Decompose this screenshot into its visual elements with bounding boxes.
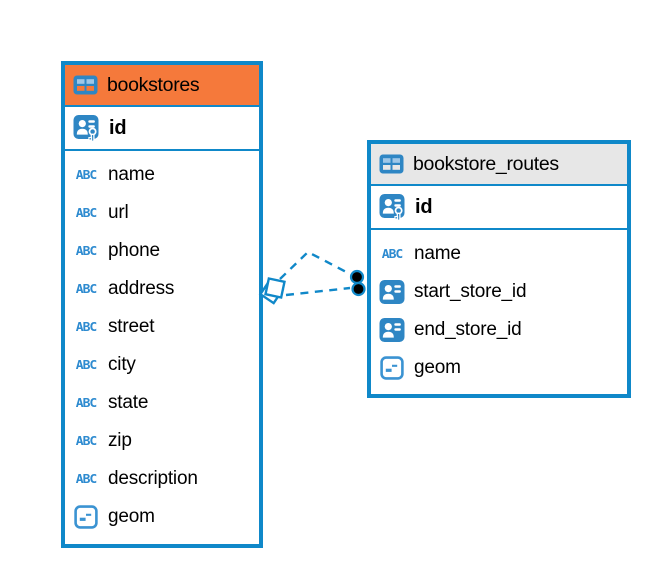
text-type-icon: ABC (75, 205, 98, 221)
column-name: geom (414, 357, 461, 378)
columns-list: ABC name start_store_id end_store_id geom (371, 230, 627, 394)
relationship-endpoint-dot-icon (349, 269, 365, 285)
column-name: description (108, 468, 198, 489)
relationship-anchor-diamond-icon (258, 279, 285, 305)
primary-key-name: id (415, 195, 433, 218)
column-name: street (108, 316, 155, 337)
column-name: end_store_id (414, 319, 522, 340)
table-name: bookstores (107, 73, 200, 96)
table-icon (73, 75, 98, 95)
column-name: phone (108, 240, 160, 261)
table-name: bookstore_routes (413, 152, 559, 175)
person-ref-icon (376, 317, 408, 344)
column-row[interactable]: ABC address (65, 270, 259, 308)
text-type-icon: ABC (75, 281, 98, 297)
column-row[interactable]: ABC zip (65, 422, 259, 460)
text-type-icon: ABC (75, 471, 98, 487)
column-row[interactable]: ABC description (65, 460, 259, 498)
column-name: address (108, 278, 175, 299)
column-row[interactable]: ABC street (65, 308, 259, 346)
person-key-icon (70, 114, 102, 143)
column-name: url (108, 202, 129, 223)
text-type-icon: ABC (381, 246, 404, 262)
text-type-icon: ABC (75, 357, 98, 373)
primary-key-row[interactable]: id (371, 186, 627, 230)
column-row[interactable]: ABC phone (65, 232, 259, 270)
column-row[interactable]: end_store_id (371, 311, 627, 349)
relationship-endpoint-dot-icon (351, 281, 366, 297)
column-row[interactable]: geom (65, 498, 259, 536)
person-key-icon (376, 193, 408, 222)
column-row[interactable]: ABC state (65, 384, 259, 422)
column-row[interactable]: ABC name (65, 156, 259, 194)
column-name: geom (108, 506, 155, 527)
column-name: name (108, 164, 155, 185)
entity-table-bookstore_routes[interactable]: bookstore_routes id ABC name start_store_… (367, 140, 631, 398)
column-row[interactable]: ABC city (65, 346, 259, 384)
relationship-anchor-diamond-icon (264, 277, 286, 299)
geometry-type-icon (70, 505, 102, 529)
table-icon (379, 154, 404, 174)
person-ref-icon (376, 279, 408, 306)
relationship-line[interactable] (279, 250, 351, 280)
table-header[interactable]: bookstores (65, 65, 259, 107)
text-type-icon: ABC (75, 319, 98, 335)
text-type-icon: ABC (75, 395, 98, 411)
column-name: city (108, 354, 136, 375)
column-name: name (414, 243, 461, 264)
column-name: zip (108, 430, 132, 451)
text-type-icon: ABC (75, 433, 98, 449)
primary-key-name: id (109, 116, 127, 139)
text-type-icon: ABC (75, 243, 98, 259)
column-name: start_store_id (414, 281, 527, 302)
primary-key-row[interactable]: id (65, 107, 259, 151)
column-name: state (108, 392, 149, 413)
column-row[interactable]: ABC name (371, 235, 627, 273)
geometry-type-icon (376, 356, 408, 380)
text-type-icon: ABC (75, 167, 98, 183)
relationship-line[interactable] (285, 286, 351, 297)
column-row[interactable]: ABC url (65, 194, 259, 232)
table-header[interactable]: bookstore_routes (371, 144, 627, 186)
column-row[interactable]: geom (371, 349, 627, 387)
column-row[interactable]: start_store_id (371, 273, 627, 311)
